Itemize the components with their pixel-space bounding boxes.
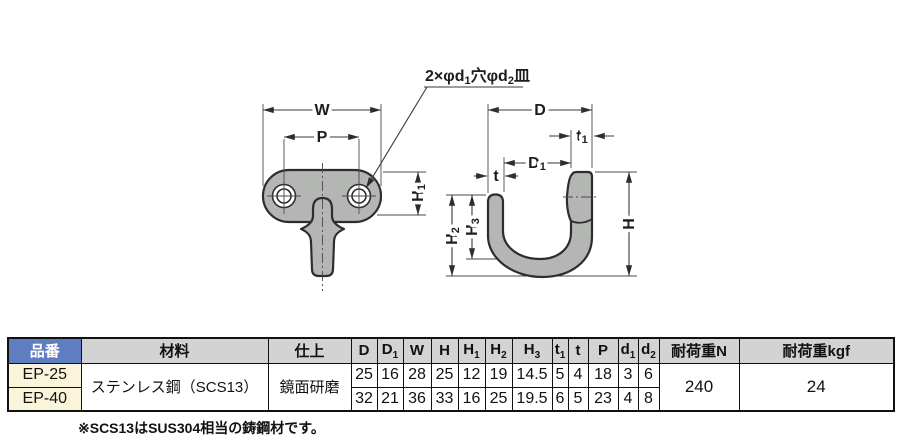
dim-label-w: W [314,102,330,119]
col-header-h1: H1 [457,337,486,364]
footnote: ※SCS13はSUS304相当の鋳鋼材です。 [78,420,325,436]
cell: 4 [617,386,639,412]
col-header-material: 材料 [80,337,269,364]
dim-label-t1: t1 [576,128,587,147]
cell: 8 [637,386,660,412]
dim-label-h3: H3 [464,218,483,236]
col-header-load-kgf: 耐荷重kgf [738,337,895,364]
cell: 14.5 [511,362,553,388]
technical-drawing: W P [261,66,641,291]
side-view-diagram: D t1 D1 t H2 H3 H [440,98,641,279]
col-header-h: H [430,337,459,364]
cell: 5 [551,362,569,388]
col-header-load-n: 耐荷重N [658,337,740,364]
cell: 25 [484,386,513,412]
col-header-p: P [587,337,619,364]
cell: 19 [484,362,513,388]
material-cell: ステンレス鋼（SCS13） [80,362,269,412]
part-no-cell: EP-25 [7,362,82,388]
col-header-finish: 仕上 [267,337,352,364]
hook-side-profile [486,170,594,279]
table-row: EP-40 32 21 36 33 16 25 19.5 6 5 23 4 8 [7,386,894,412]
cell: 5 [567,386,589,412]
col-header-t: t [567,337,589,364]
col-header-d1-small: d1 [617,337,639,364]
cell: 6 [551,386,569,412]
cell: 25 [350,362,378,388]
cell: 18 [587,362,619,388]
hole-annotation: 2×φd1穴φd2皿 [425,66,530,87]
dim-label-p: P [317,129,328,146]
dim-label-d: D [534,102,546,119]
dim-label-h: H [621,218,638,230]
cell: 16 [457,386,486,412]
col-header-d1: D1 [376,337,404,364]
cell: 28 [402,362,432,388]
dim-label-d1: D1 [528,155,546,174]
cell: 6 [637,362,660,388]
hook-arm-joint-line [570,218,593,224]
cell: 19.5 [511,386,553,412]
cell: 3 [617,362,639,388]
cell: 36 [402,386,432,412]
cell: 12 [457,362,486,388]
col-header-t1: t1 [551,337,569,364]
part-no-cell: EP-40 [7,386,82,412]
col-header-w: W [402,337,432,364]
spec-table: 品番 材料 仕上 D D1 W H H1 H2 H3 t1 t P d1 d2 … [7,337,895,412]
load-n-cell: 240 [658,362,740,412]
table-header-row: 品番 材料 仕上 D D1 W H H1 H2 H3 t1 t P d1 d2 … [7,337,895,364]
col-header-h2: H2 [484,337,513,364]
col-header-d: D [350,337,378,364]
col-header-h3: H3 [511,337,553,364]
cell: 32 [350,386,378,412]
col-header-d2-small: d2 [637,337,660,364]
cell: 16 [376,362,404,388]
cell: 33 [430,386,459,412]
finish-cell: 鏡面研磨 [267,362,352,412]
table-row: EP-25 ステンレス鋼（SCS13） 鏡面研磨 25 16 28 25 12 … [7,362,895,412]
front-view-diagram: W P [261,66,530,291]
load-kgf-cell: 24 [738,362,895,412]
dim-label-h2: H2 [444,227,463,245]
cell: 25 [430,362,459,388]
dim-label-t: t [493,168,499,185]
cell: 23 [587,386,619,412]
dim-label-h1: H1 [410,184,429,202]
cell: 21 [376,386,404,412]
col-header-part-no: 品番 [7,337,82,364]
cell: 4 [567,362,589,388]
